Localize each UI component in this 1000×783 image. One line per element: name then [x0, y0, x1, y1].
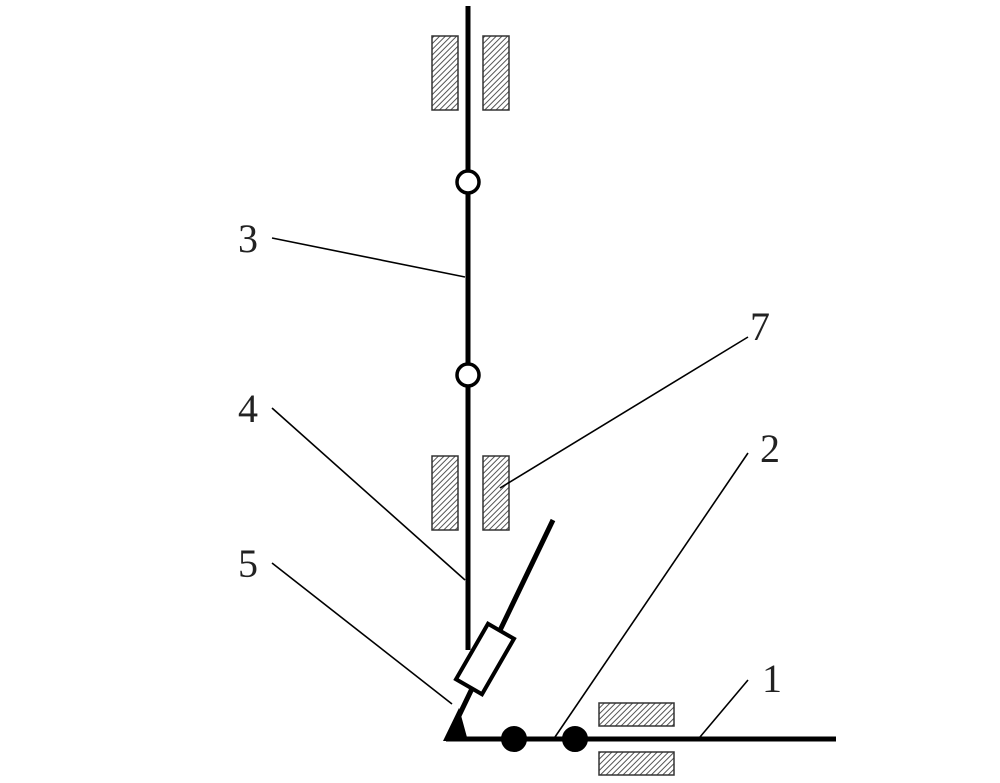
label-4: 4 [238, 386, 258, 431]
label-3: 3 [238, 216, 258, 261]
leader-3 [271, 237, 466, 278]
pivot-support [443, 708, 468, 741]
label-5: 5 [238, 541, 258, 586]
upper-joint [455, 169, 481, 195]
slider-block [453, 621, 517, 697]
lower-bearing-right [482, 455, 510, 531]
label-2: 2 [760, 426, 780, 471]
leader-5 [271, 562, 453, 705]
upper-bearing-right [482, 35, 510, 111]
horizontal-joint-left [501, 726, 527, 752]
horizontal-joint-right [562, 726, 588, 752]
middle-joint [455, 362, 481, 388]
lower-bearing-left [431, 455, 459, 531]
upper-bearing-left [431, 35, 459, 111]
leader-2 [554, 452, 749, 738]
horizontal-bearing-top [598, 702, 675, 727]
leader-1 [699, 679, 749, 738]
leader-7 [499, 336, 749, 489]
horizontal-bearing-bottom [598, 751, 675, 776]
leader-4 [271, 407, 466, 581]
label-7: 7 [750, 304, 770, 349]
label-1: 1 [762, 656, 782, 701]
